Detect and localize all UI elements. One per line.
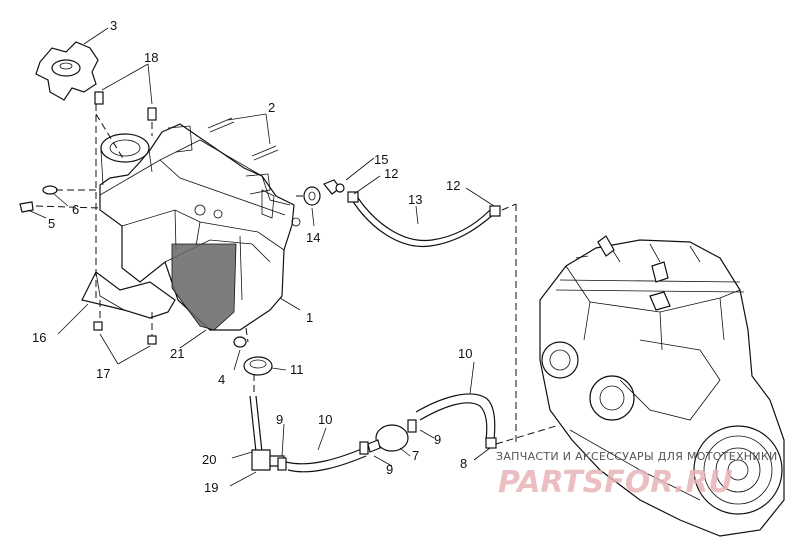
bracket-16 [81,271,176,319]
reference-lines [35,104,557,445]
callout-17: 17 [96,366,110,381]
callout-7: 7 [412,448,419,463]
oil-line-13 [351,197,495,248]
clip-18-left [94,91,104,105]
callout-20: 20 [202,452,216,467]
callout-12-left: 12 [384,166,398,181]
fitting-12-left [347,191,359,203]
callout-10-lower: 10 [318,412,332,427]
engine-block [539,235,785,537]
callout-18: 18 [144,50,158,65]
tank-cap [35,41,99,101]
filter-11 [243,356,273,376]
callout-15: 15 [374,152,388,167]
callout-11: 11 [290,362,304,377]
fitting-15 [323,179,345,195]
callout-9-right: 9 [434,432,441,447]
oil-line-10-upper [415,393,496,441]
callout-2: 2 [268,100,275,115]
callout-16: 16 [32,330,46,345]
oil-line-10-lower [285,447,367,473]
watermark: ЗАПЧАСТИ И АКСЕССУАРЫ ДЛЯ МОТОТЕХНИКИ PA… [496,450,778,500]
callout-4: 4 [218,372,225,387]
screw-17-left [93,321,103,331]
washer-6 [42,185,58,195]
callout-labels: 1 2 3 4 5 6 7 8 9 9 9 10 10 11 12 12 13 … [32,18,472,495]
callout-5: 5 [48,216,55,231]
watermark-logo: PARTSFOR.RU [498,465,733,500]
fitting-8 [485,437,497,449]
pickup-tube-20 [249,395,263,453]
grommet-4 [233,336,247,348]
callout-6: 6 [72,202,79,217]
bolt-5 [19,201,34,213]
screw-17-right [147,335,157,345]
callout-8: 8 [460,456,467,471]
leader-lines [27,27,495,487]
clamp-9-c [407,419,417,433]
clamp-9-a [277,457,287,471]
clamp-9-b [359,441,369,455]
fitting-12-right [489,205,501,217]
callout-9-middle: 9 [386,462,393,477]
callout-19: 19 [204,480,218,495]
oil-tank [99,123,301,331]
inline-filter-7 [367,424,409,453]
callout-21: 21 [170,346,184,361]
watermark-tagline: ЗАПЧАСТИ И АКСЕССУАРЫ ДЛЯ МОТОТЕХНИКИ [496,450,778,463]
callout-9-left: 9 [276,412,283,427]
callout-10-upper: 10 [458,346,472,361]
callout-12-right: 12 [446,178,460,193]
callout-14: 14 [306,230,320,245]
callout-13: 13 [408,192,422,207]
grommet-14 [303,186,321,206]
callout-3: 3 [110,18,117,33]
callout-1: 1 [306,310,313,325]
clip-18-right [147,107,157,121]
